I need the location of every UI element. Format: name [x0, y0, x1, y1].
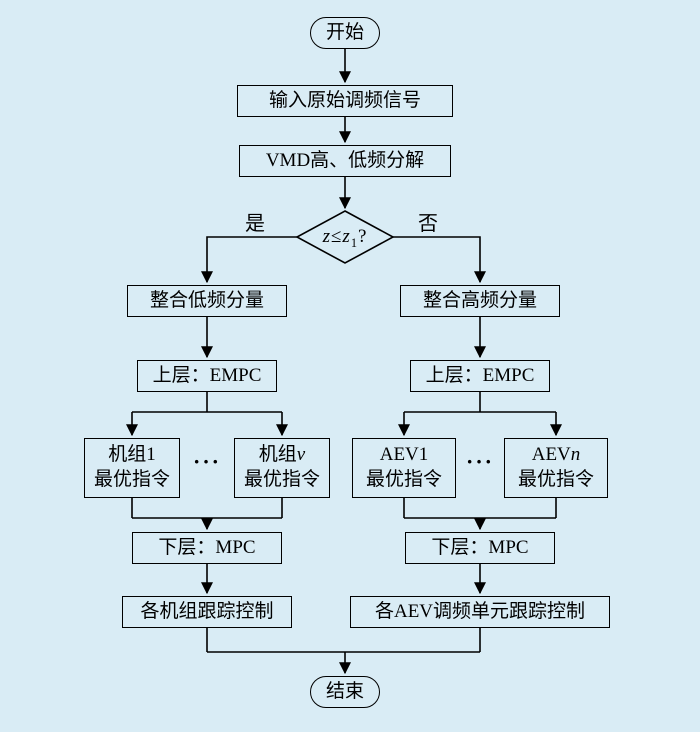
decision-operator: ≤ — [330, 225, 343, 247]
node-unit1-command: 机组1 最优指令 — [84, 438, 180, 498]
decision-var-z: z — [322, 225, 331, 247]
node-line: AEVn — [532, 443, 581, 468]
node-upper-empc-left: 上层：EMPC — [137, 360, 277, 392]
decision-var-z1: z — [342, 225, 351, 247]
ellipsis-right: ··· — [465, 448, 494, 474]
decision-subscript: 1 — [350, 235, 358, 250]
node-lower-mpc-right: 下层：MPC — [405, 532, 555, 564]
edges — [126, 49, 562, 675]
node-end: 结束 — [310, 676, 380, 708]
branch-label-no: 否 — [418, 213, 438, 235]
node-input-signal: 输入原始调频信号 — [237, 85, 453, 117]
aevn-var: n — [570, 444, 581, 466]
node-integrate-high-freq: 整合高频分量 — [400, 285, 560, 317]
decision-diamond — [295, 210, 395, 264]
node-line: 最优指令 — [517, 469, 594, 490]
unitv-var: v — [296, 444, 306, 466]
node-line: 最优指令 — [365, 469, 442, 490]
node-line: 机组1 — [108, 444, 156, 466]
node-line: 最优指令 — [93, 469, 170, 490]
node-line: AEV1 — [379, 444, 429, 466]
node-line: 最优指令 — [243, 469, 320, 490]
node-lower-mpc-left: 下层：MPC — [132, 532, 282, 564]
aevn-prefix: AEV — [531, 444, 571, 466]
unitv-prefix: 机组 — [258, 444, 297, 466]
node-aev-tracking: 各AEV调频单元跟踪控制 — [350, 596, 610, 628]
node-vmd-decompose: VMD高、低频分解 — [239, 145, 451, 177]
node-upper-empc-right: 上层：EMPC — [410, 360, 550, 392]
node-aevn-command: AEVn 最优指令 — [504, 438, 608, 498]
node-integrate-low-freq: 整合低频分量 — [127, 285, 287, 317]
branch-label-yes: 是 — [245, 213, 265, 235]
decision-question-mark: ? — [357, 225, 368, 247]
node-start: 开始 — [310, 17, 380, 49]
node-aev1-command: AEV1 最优指令 — [352, 438, 456, 498]
node-unitv-command: 机组v 最优指令 — [234, 438, 330, 498]
node-line: 机组v — [259, 443, 305, 468]
node-unit-tracking: 各机组跟踪控制 — [122, 596, 292, 628]
decision-label: z≤z1? — [300, 224, 390, 250]
ellipsis-left: ··· — [192, 448, 221, 474]
